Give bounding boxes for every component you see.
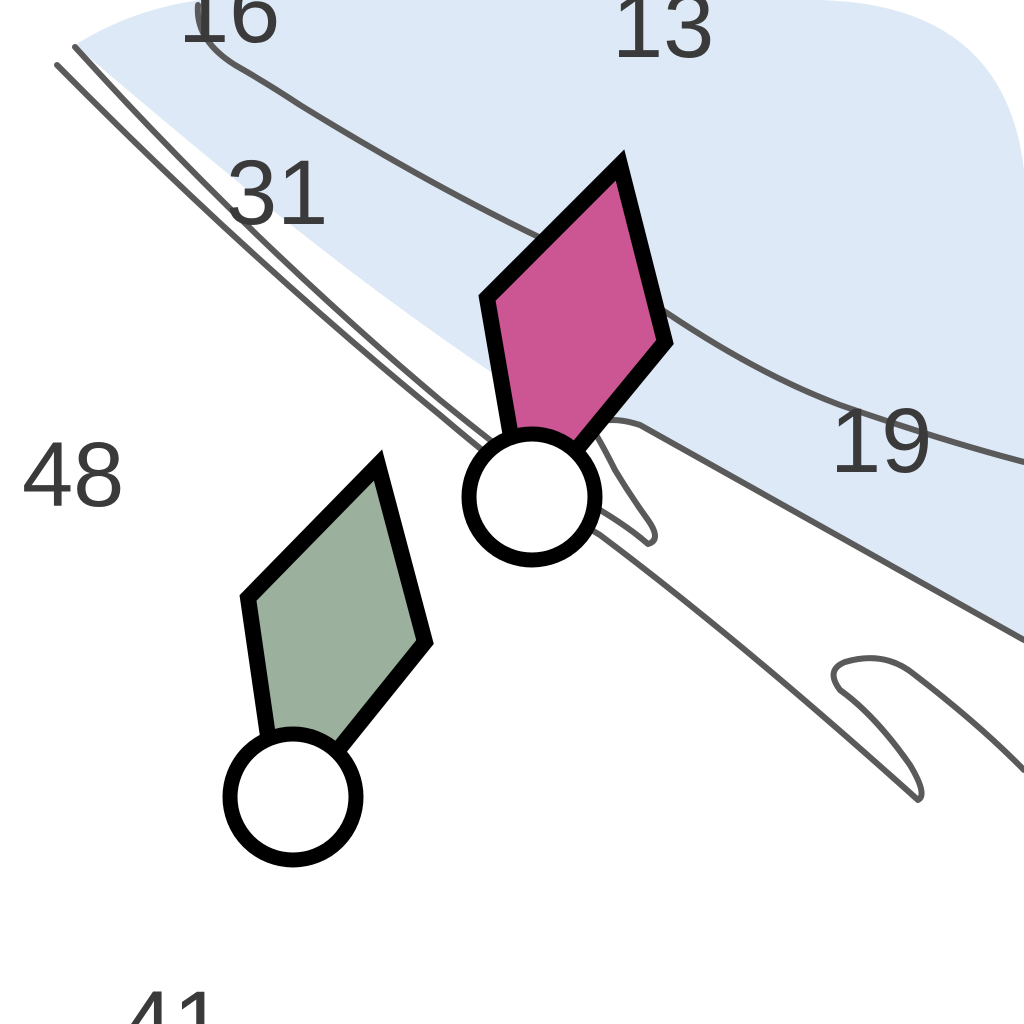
marker-anchor-circle <box>461 426 603 568</box>
shoreline-inner <box>54 62 1024 803</box>
sounding-label-19: 19 <box>830 390 932 492</box>
sounding-label-41: 41 <box>122 973 224 1024</box>
green-marker[interactable] <box>222 449 434 868</box>
diamond-pin-icon <box>239 449 434 769</box>
sounding-label-31: 31 <box>226 142 328 244</box>
sounding-label-48: 48 <box>22 424 124 526</box>
sounding-label-16: 16 <box>178 0 280 62</box>
sounding-label-13: 13 <box>612 0 714 77</box>
shoreline-outer <box>72 44 1024 643</box>
marker-anchor-circle <box>222 726 364 868</box>
magenta-marker[interactable] <box>461 149 674 568</box>
